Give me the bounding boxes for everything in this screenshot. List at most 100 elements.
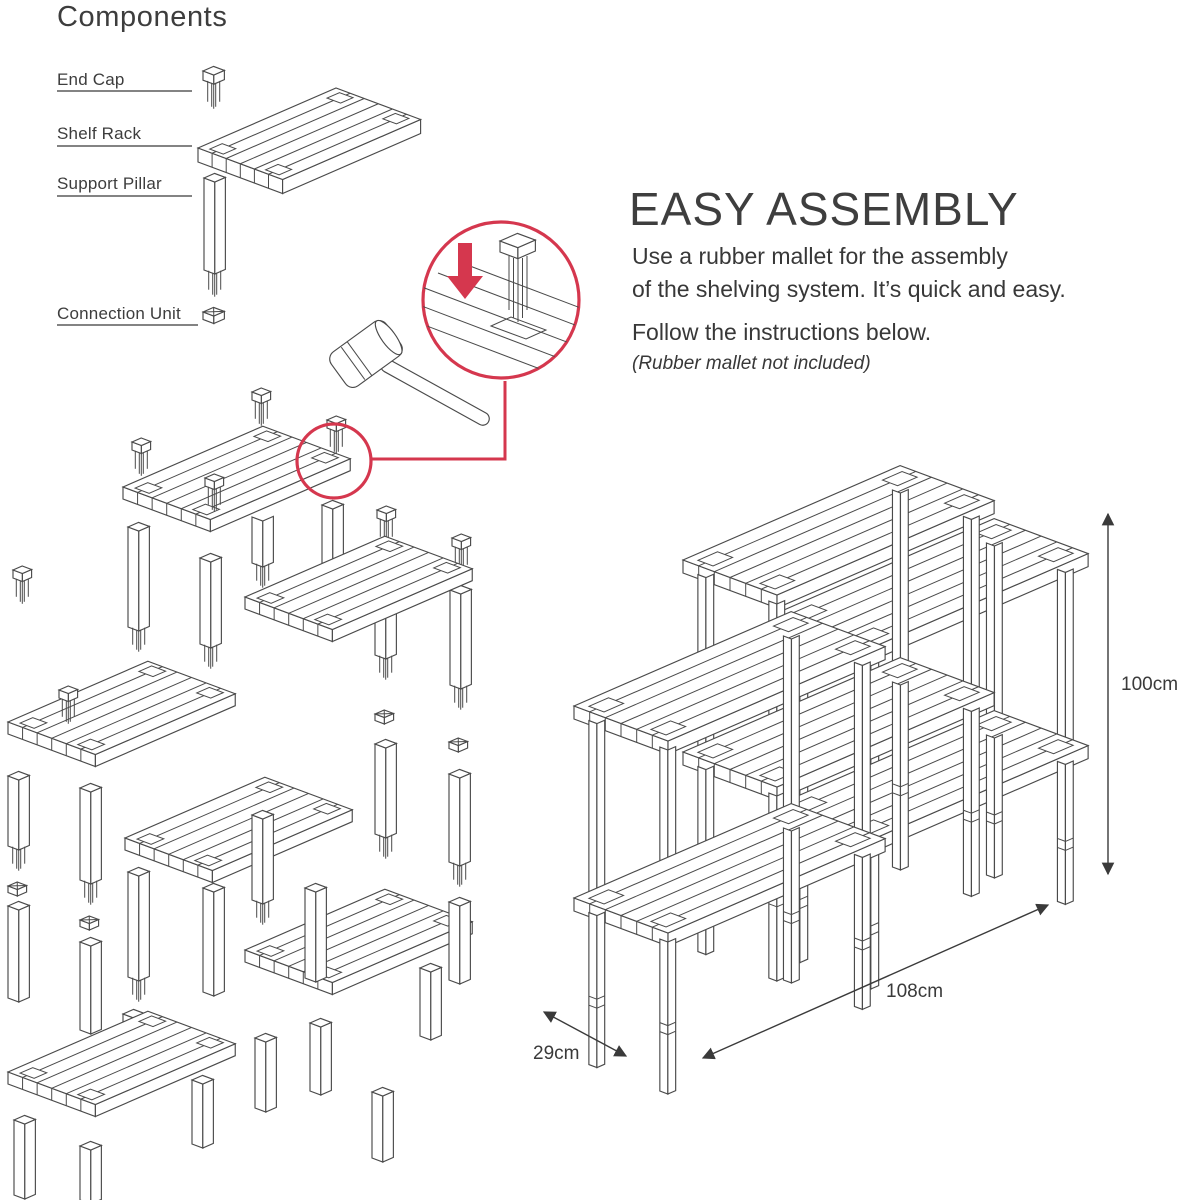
connection-unit-drawing (80, 916, 99, 930)
exploded-view-diagram (8, 388, 472, 1200)
components-title: Components (57, 1, 228, 33)
end-cap-drawing (327, 416, 346, 454)
support-pillar-drawing (205, 474, 224, 512)
support-pillar-drawing (660, 939, 676, 1094)
shelf-rack-drawing (683, 466, 994, 608)
support-pillar-drawing (128, 522, 149, 651)
support-pillar-drawing (305, 883, 326, 982)
support-pillar-drawing (892, 682, 908, 870)
support-pillar-drawing (892, 490, 908, 670)
detail-circle (390, 222, 657, 386)
shelf-rack-icon (198, 88, 421, 194)
support-pillar-icon (204, 173, 225, 296)
support-pillar-drawing (128, 867, 149, 1001)
support-pillar-drawing (589, 720, 605, 900)
connection-unit-icon (203, 307, 224, 323)
support-pillar-drawing (375, 710, 394, 724)
support-pillar-drawing (963, 516, 979, 696)
component-label-connection-unit: Connection Unit (57, 304, 181, 323)
support-pillar-drawing (80, 783, 101, 904)
support-pillar-drawing (1057, 569, 1073, 749)
support-pillar-drawing (854, 662, 870, 842)
end-cap-drawing (203, 66, 224, 108)
support-pillar-drawing (252, 516, 273, 587)
support-pillar-drawing (80, 937, 101, 1034)
detail-mini-circle (297, 424, 371, 498)
support-pillar-drawing (200, 553, 221, 668)
component-label-shelf-rack: Shelf Rack (57, 124, 142, 143)
end-cap-drawing (205, 474, 224, 512)
support-pillar-drawing (255, 1033, 276, 1112)
support-pillar-drawing (963, 708, 979, 896)
rubber-mallet-icon (326, 316, 491, 427)
end-cap-drawing (13, 566, 32, 604)
connection-unit-drawing (375, 710, 394, 724)
support-pillar-drawing (203, 883, 224, 996)
support-pillar-drawing (420, 963, 441, 1040)
shelf-rack-drawing (245, 536, 472, 641)
support-pillar-drawing (8, 901, 29, 1002)
support-pillar-drawing (589, 912, 605, 1067)
support-pillar-drawing (375, 739, 396, 858)
end-cap-icon (203, 66, 224, 108)
height-dimension-label: 100cm (1121, 674, 1179, 695)
end-cap-drawing (377, 506, 396, 544)
support-pillar-drawing (310, 1018, 331, 1095)
support-pillar-drawing (80, 1141, 101, 1200)
connection-unit-drawing (203, 307, 224, 323)
shelf-rack-drawing (123, 426, 350, 531)
connection-unit-drawing (8, 882, 27, 896)
detail-connector-line (371, 381, 505, 459)
assembly-note: (Rubber mallet not included) (632, 353, 871, 374)
support-pillar-drawing (986, 543, 1002, 723)
support-pillar-drawing (14, 1115, 35, 1199)
shelf-rack-drawing (8, 1011, 235, 1116)
dimension-arrows (542, 512, 1115, 1060)
assembly-body-line1: Use a rubber mallet for the assembly (632, 243, 1008, 269)
support-pillar-drawing (252, 810, 273, 924)
support-pillar-drawing (449, 897, 470, 984)
label-underlines (57, 91, 198, 325)
depth-arrow (542, 1012, 628, 1056)
support-pillar-drawing (204, 173, 225, 296)
end-cap-drawing (252, 388, 271, 426)
support-pillar-drawing (59, 686, 78, 724)
connection-unit-drawing (449, 738, 468, 752)
end-cap-drawing (132, 438, 151, 476)
end-cap-drawing (59, 686, 78, 724)
assembled-unit-diagram (574, 466, 1088, 1094)
component-label-support-pillar: Support Pillar (57, 174, 162, 193)
support-pillar-drawing (327, 416, 346, 454)
support-pillar-drawing (1057, 761, 1073, 904)
support-pillar-drawing (783, 636, 799, 816)
shelf-rack-drawing (574, 804, 885, 946)
shelf-rack-drawing (683, 658, 994, 800)
support-pillar-drawing (449, 769, 470, 886)
support-pillar-drawing (252, 388, 271, 426)
support-pillar-drawing (854, 854, 870, 1009)
support-pillar-drawing (8, 771, 29, 870)
assembly-follow-text: Follow the instructions below. (632, 319, 932, 345)
support-pillar-drawing (986, 735, 1002, 878)
end-cap-detail (500, 233, 535, 322)
support-pillar-drawing (132, 438, 151, 476)
shelf-rack-drawing (8, 661, 235, 766)
support-pillar-drawing (450, 585, 471, 709)
depth-dimension-label: 29cm (533, 1043, 580, 1064)
shelf-rack-drawing (574, 612, 885, 754)
component-label-end-cap: End Cap (57, 70, 125, 89)
support-pillar-drawing (377, 506, 396, 544)
support-pillar-drawing (203, 66, 224, 108)
shelf-rack-drawing (125, 777, 352, 882)
support-pillar-drawing (500, 233, 535, 258)
support-pillar-drawing (192, 1075, 213, 1148)
shelf-rack-drawing (198, 88, 421, 194)
width-dimension-label: 108cm (886, 981, 944, 1002)
shelf-rack-drawing (245, 889, 472, 994)
support-pillar-drawing (13, 566, 32, 604)
width-arrow (701, 903, 1050, 1060)
support-pillar-drawing (372, 1087, 393, 1162)
red-down-arrow-icon (447, 243, 483, 299)
